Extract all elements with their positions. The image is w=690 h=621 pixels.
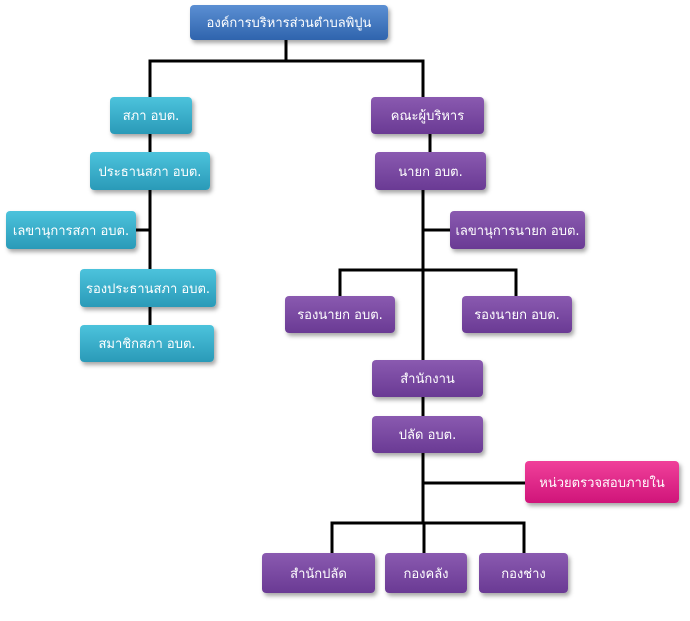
office-label: สำนักงาน: [400, 372, 455, 387]
internal-audit-label: หน่วยตรวจสอบภายใน: [539, 475, 665, 491]
executive-label: คณะผู้บริหาร: [390, 109, 465, 124]
council-chair-label: ประธานสภา อบต.: [98, 164, 202, 180]
office-of-chief-node: สำนักปลัด: [262, 553, 375, 593]
chief-admin-label: ปลัด อบต.: [398, 428, 457, 443]
deputy-mayor-right-node: รองนายก อบต.: [462, 296, 572, 333]
council-secretary-label: เลขานุการสภา อบต.: [12, 223, 130, 239]
engineering-division-label: กองช่าง: [501, 566, 546, 582]
council-secretary-node: เลขานุการสภา อบต.: [6, 211, 136, 249]
finance-division-label: กองคลัง: [403, 566, 449, 582]
council-chair-node: ประธานสภา อบต.: [90, 152, 210, 190]
office-of-chief-label: สำนักปลัด: [290, 566, 347, 582]
deputy-mayor-left-node: รองนายก อบต.: [285, 296, 395, 333]
council-member-node: สมาชิกสภา อบต.: [80, 325, 214, 362]
executive-node: คณะผู้บริหาร: [371, 97, 484, 134]
root-label: องค์การบริหารส่วนตำบลพิปูน: [206, 16, 372, 31]
engineering-division-node: กองช่าง: [479, 553, 568, 593]
deputy-mayor-right-label: รองนายก อบต.: [474, 308, 560, 323]
mayor-secretary-node: เลขานุการนายก อบต.: [450, 211, 585, 249]
council-vice-chair-label: รองประธานสภา อบต.: [85, 281, 211, 297]
council-node: สภา อบต.: [110, 97, 192, 134]
mayor-secretary-label: เลขานุการนายก อบต.: [455, 223, 580, 239]
council-member-label: สมาชิกสภา อบต.: [98, 337, 196, 352]
root-node: องค์การบริหารส่วนตำบลพิปูน: [190, 5, 388, 40]
mayor-label: นายก อบต.: [398, 164, 463, 180]
mayor-node: นายก อบต.: [375, 152, 486, 190]
deputy-mayor-left-label: รองนายก อบต.: [297, 308, 383, 323]
internal-audit-node: หน่วยตรวจสอบภายใน: [525, 461, 679, 503]
chief-admin-node: ปลัด อบต.: [372, 416, 483, 453]
council-vice-chair-node: รองประธานสภา อบต.: [80, 269, 216, 307]
finance-division-node: กองคลัง: [385, 553, 467, 593]
office-node: สำนักงาน: [372, 360, 483, 397]
council-label: สภา อบต.: [122, 109, 180, 124]
